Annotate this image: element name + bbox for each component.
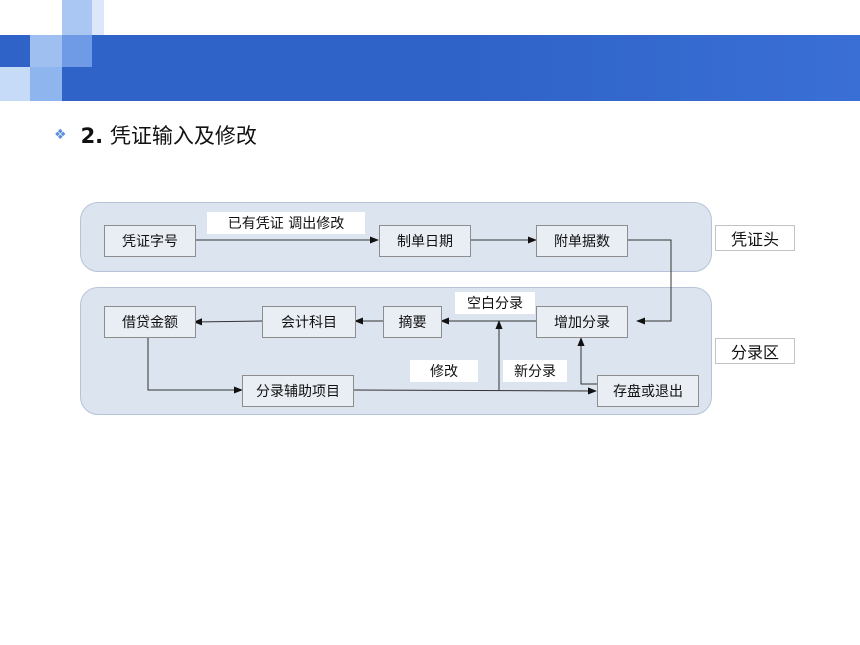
slide-title: 2. 凭证输入及修改: [81, 120, 257, 150]
node-summary: 摘要: [383, 306, 442, 338]
section-title: 凭证输入及修改: [109, 124, 257, 148]
arrow-attachments-to-add-entry: [626, 239, 672, 325]
decor-square: [62, 35, 92, 67]
section-number: 2.: [80, 124, 104, 148]
node-aux-items: 分录辅助项目: [242, 375, 354, 407]
edge-label-modify: 修改: [410, 360, 478, 382]
node-save-exit: 存盘或退出: [597, 375, 699, 407]
slide-title-row: ❖ 2. 凭证输入及修改: [54, 120, 257, 150]
arrow-debit-credit-to-aux: [147, 337, 243, 394]
node-attachments: 附单据数: [536, 225, 628, 257]
arrow-account-to-debit-credit: [193, 318, 263, 326]
arrow-aux-to-save: [351, 387, 597, 395]
edge-label-blank-entry: 空白分录: [455, 292, 535, 314]
voucher-header-label: 凭证头: [715, 225, 795, 251]
node-debit-credit: 借贷金额: [104, 306, 196, 338]
node-account: 会计科目: [262, 306, 356, 338]
arrow-save-to-add-entry: [577, 337, 597, 385]
decor-square: [62, 0, 92, 35]
diamond-bullet-icon: ❖: [54, 127, 67, 143]
node-voucher-number: 凭证字号: [104, 225, 196, 257]
entry-area-label: 分录区: [715, 338, 795, 364]
decor-square: [30, 67, 62, 101]
decor-square: [0, 67, 30, 101]
edge-label-existing-voucher: 已有凭证 调出修改: [207, 212, 365, 234]
edge-label-new-entry: 新分录: [503, 360, 567, 382]
header-banner: [0, 35, 860, 101]
node-date: 制单日期: [379, 225, 471, 257]
decor-square: [30, 35, 62, 67]
node-add-entry: 增加分录: [536, 306, 628, 338]
decor-square: [92, 0, 104, 35]
